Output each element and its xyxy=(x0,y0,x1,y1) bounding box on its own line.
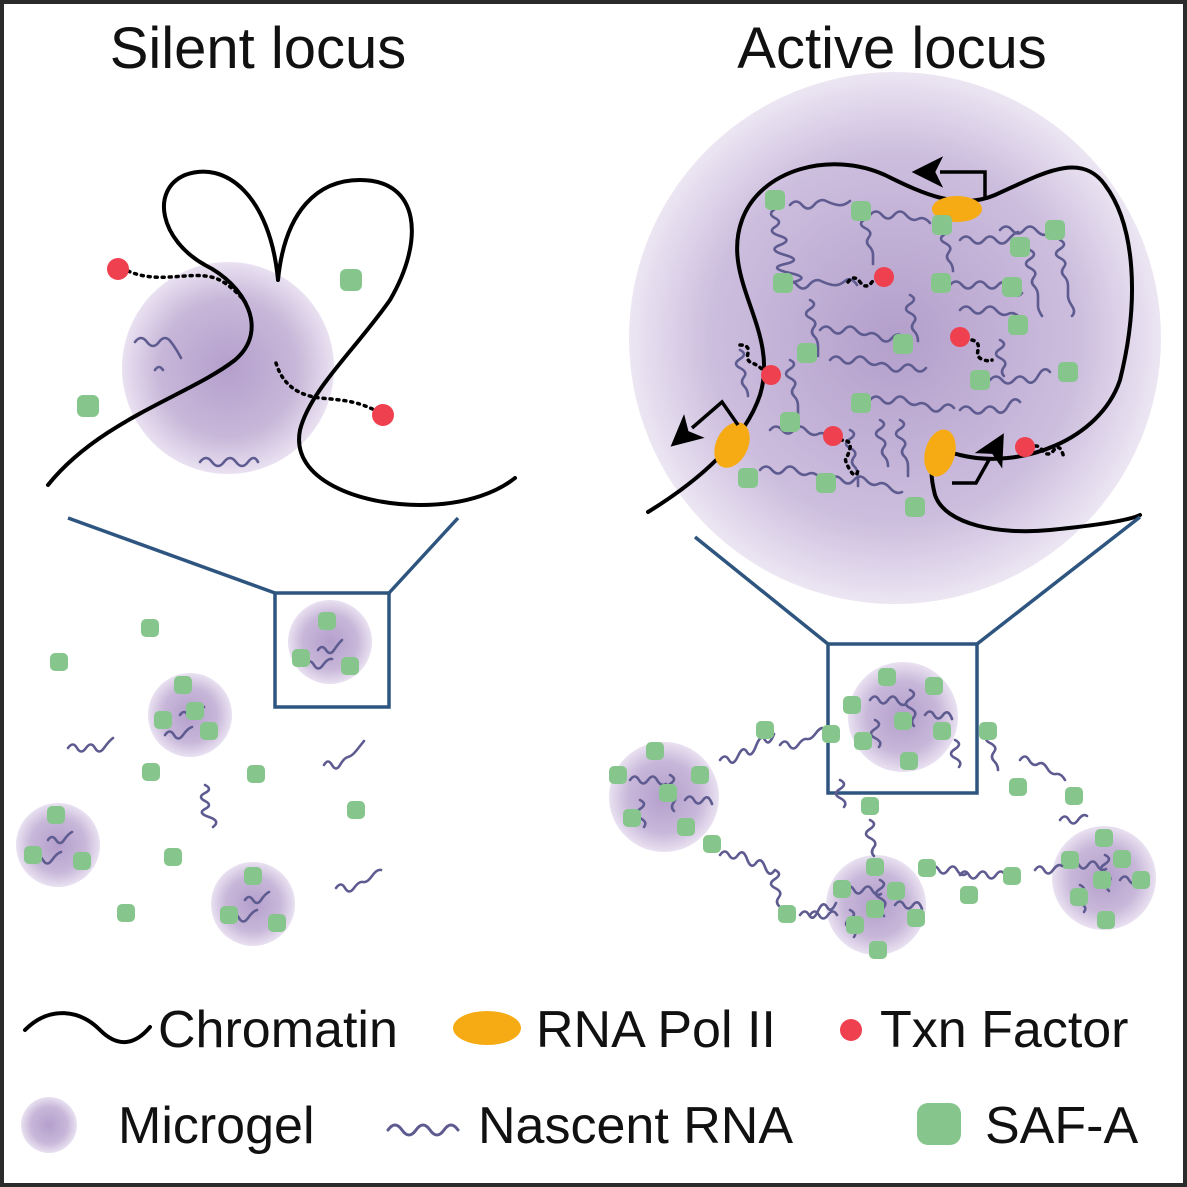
active-locus-title: Active locus xyxy=(737,16,1046,81)
saf-a xyxy=(50,653,68,671)
nascent-rna xyxy=(66,736,115,753)
transcription-start-arrow xyxy=(670,399,740,447)
legend-nascent-rna-label: Nascent RNA xyxy=(478,1097,793,1155)
active-small-microgel xyxy=(843,662,958,772)
silent-zoom-line xyxy=(67,516,276,595)
txn-factor-tail xyxy=(838,438,860,477)
active-saf-a-cluster xyxy=(738,190,1078,517)
silent-microgel xyxy=(122,262,334,474)
legend-microgel-label: Microgel xyxy=(118,1097,315,1155)
silent-small-microgel xyxy=(288,600,372,684)
active-small-microgel xyxy=(1052,826,1156,930)
active-chromatin xyxy=(646,162,1142,534)
silent-txn-factor-tail xyxy=(274,361,384,416)
nascent-rna xyxy=(199,783,218,829)
legend-saf-a-label: SAF-A xyxy=(985,1097,1138,1155)
legend-nascent-rna-swatch xyxy=(386,1123,460,1137)
txn-factor xyxy=(1015,437,1035,457)
saf-a xyxy=(141,619,159,637)
txn-factor xyxy=(107,258,129,280)
saf-a xyxy=(142,763,160,781)
legend-chromatin-swatch xyxy=(23,1011,152,1045)
saf-a xyxy=(247,765,265,783)
transcription-start-arrow xyxy=(952,433,1004,485)
legend-saf-a-swatch xyxy=(917,1103,961,1145)
silent-small-microgel xyxy=(148,673,232,757)
txn-factor xyxy=(874,267,894,287)
legend-rna-pol-ii-label: RNA Pol II xyxy=(536,1001,776,1059)
txn-factor-tail xyxy=(1028,444,1066,460)
transcription-start-arrow xyxy=(911,156,987,200)
silent-zoom-box xyxy=(273,591,391,709)
silent-zoom-line xyxy=(387,516,460,595)
nascent-rna xyxy=(322,739,366,770)
active-connecting-rna xyxy=(718,723,1089,920)
rna-pol-ii xyxy=(924,429,956,477)
active-locus-panel xyxy=(609,72,1161,959)
txn-factor xyxy=(372,404,394,426)
active-zoom-line xyxy=(693,535,830,646)
saf-a xyxy=(340,269,362,291)
nascent-rna xyxy=(334,868,383,893)
legend-rna-pol-ii-swatch xyxy=(453,1011,521,1045)
silent-nascent-rna xyxy=(133,336,183,372)
legend-chromatin-label: Chromatin xyxy=(158,1001,398,1059)
silent-chromatin xyxy=(46,169,517,507)
rna-pol-ii xyxy=(714,422,750,468)
legend-txn-factor-swatch xyxy=(840,1019,862,1041)
legend: Chromatin RNA Pol II Txn Factor Microgel… xyxy=(21,1001,1138,1155)
silent-small-microgel xyxy=(211,862,295,946)
active-small-microgel xyxy=(609,742,719,852)
txn-factor xyxy=(761,365,781,385)
legend-microgel-swatch xyxy=(21,1097,77,1153)
txn-factor xyxy=(823,426,843,446)
active-free-saf-a xyxy=(703,721,1083,923)
saf-a xyxy=(347,801,365,819)
silent-small-microgel xyxy=(16,803,100,887)
txn-factor-tail xyxy=(970,338,994,363)
silent-nascent-rna xyxy=(198,456,260,468)
active-zoom-line xyxy=(975,515,1142,646)
active-small-microgel xyxy=(826,855,926,959)
txn-factor-tail xyxy=(738,343,766,373)
silent-txn-factor-tail xyxy=(126,269,244,300)
silent-locus-panel xyxy=(16,169,517,946)
saf-a xyxy=(77,395,99,417)
legend-txn-factor-label: Txn Factor xyxy=(880,1001,1129,1059)
silent-locus-title: Silent locus xyxy=(110,16,407,81)
txn-factor xyxy=(950,327,970,347)
active-zoom-box xyxy=(826,642,979,795)
saf-a xyxy=(117,904,135,922)
saf-a xyxy=(164,848,182,866)
